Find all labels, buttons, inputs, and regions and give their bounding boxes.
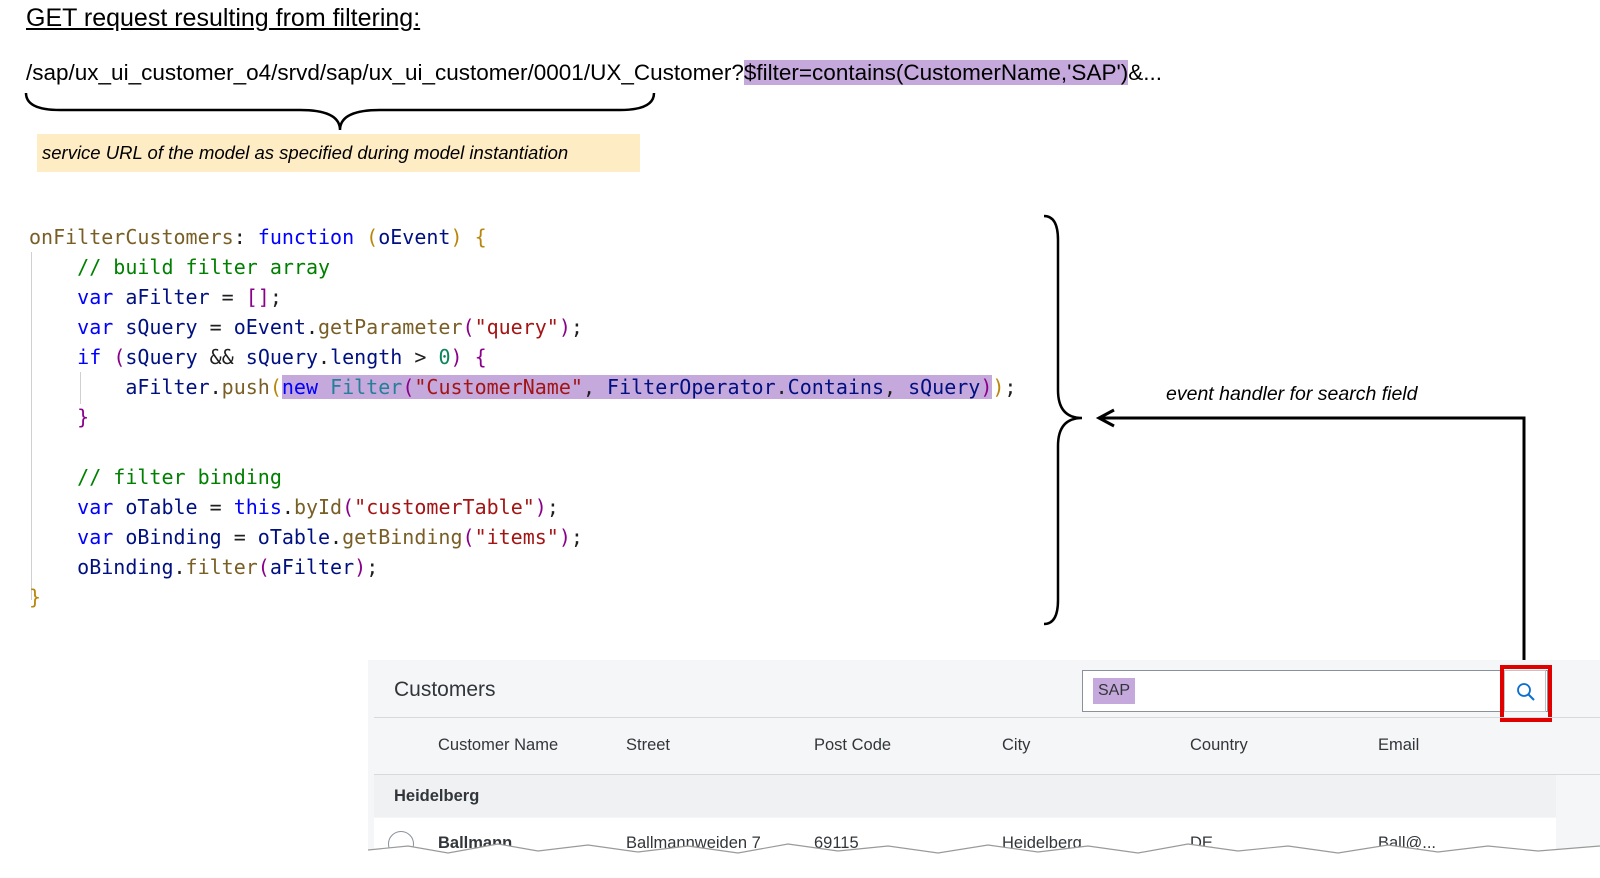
handler-note: event handler for search field <box>1166 383 1418 405</box>
column-header-street[interactable]: Street <box>626 736 671 754</box>
handler-arrow-head <box>1095 408 1115 428</box>
get-request-url: /sap/ux_ui_customer_o4/srvd/sap/ux_ui_cu… <box>26 60 1162 86</box>
code-line-13: } <box>29 585 42 609</box>
code-line-2: // build filter array <box>77 255 331 279</box>
handler-arrow-line <box>1102 416 1526 664</box>
code-line-11: var oBinding = oTable.getBinding("items"… <box>77 525 583 549</box>
column-header-post-code[interactable]: Post Code <box>814 736 892 754</box>
code-brace <box>1043 214 1083 626</box>
code-line-5: if (sQuery && sQuery.length > 0) { <box>77 345 487 369</box>
code-snippet: onFilterCustomers: function (oEvent) { /… <box>29 222 1016 612</box>
code-line-7: } <box>77 405 90 429</box>
code-line-1: onFilterCustomers: function (oEvent) { <box>29 225 487 249</box>
search-icon <box>1517 683 1535 701</box>
header-divider <box>374 717 1600 718</box>
search-button-highlight-box <box>1500 665 1552 722</box>
column-header-customer-name[interactable]: Customer Name <box>438 736 559 754</box>
code-line-8 <box>29 432 1016 462</box>
columns-divider <box>374 774 1600 775</box>
service-url-note: service URL of the model as specified du… <box>37 134 640 172</box>
page-heading: GET request resulting from filtering: <box>26 4 421 32</box>
group-header-row: Heidelberg <box>374 775 1556 817</box>
url-brace <box>24 92 656 131</box>
url-filter-param: $filter=contains(CustomerName,'SAP') <box>743 60 1129 85</box>
cell-street: Ballmannweiden 7 <box>626 834 761 852</box>
search-input[interactable]: SAP <box>1093 678 1136 704</box>
code-line-12: oBinding.filter(aFilter); <box>77 555 379 579</box>
column-header-city[interactable]: City <box>1002 736 1031 754</box>
url-rest: &... <box>1128 60 1163 85</box>
torn-edge <box>368 843 1600 878</box>
url-base: /sap/ux_ui_customer_o4/srvd/sap/ux_ui_cu… <box>26 60 744 85</box>
column-header-email[interactable]: Email <box>1378 736 1420 754</box>
column-header-country[interactable]: Country <box>1190 736 1248 754</box>
filter-constructor-highlight: new Filter("CustomerName", FilterOperato… <box>281 375 993 399</box>
code-line-10: var oTable = this.byId("customerTable"); <box>77 495 559 519</box>
table-title: Customers <box>394 678 496 701</box>
cell-post-code: 69115 <box>814 834 859 852</box>
code-line-4: var sQuery = oEvent.getParameter("query"… <box>77 315 583 339</box>
search-field[interactable]: SAP ✕ <box>1082 670 1548 712</box>
search-button[interactable] <box>1504 670 1546 712</box>
indent-guide <box>31 252 32 600</box>
code-line-3: var aFilter = []; <box>77 285 282 309</box>
group-label: Heidelberg <box>394 787 480 805</box>
customers-table-panel: Customers SAP ✕ Customer Name Street Pos… <box>368 660 1600 878</box>
cell-city: Heidelberg <box>1002 834 1082 852</box>
indent-guide-inner <box>80 372 81 404</box>
code-line-9: // filter binding <box>77 465 282 489</box>
code-line-6: aFilter.push(new Filter("CustomerName", … <box>125 375 1017 399</box>
